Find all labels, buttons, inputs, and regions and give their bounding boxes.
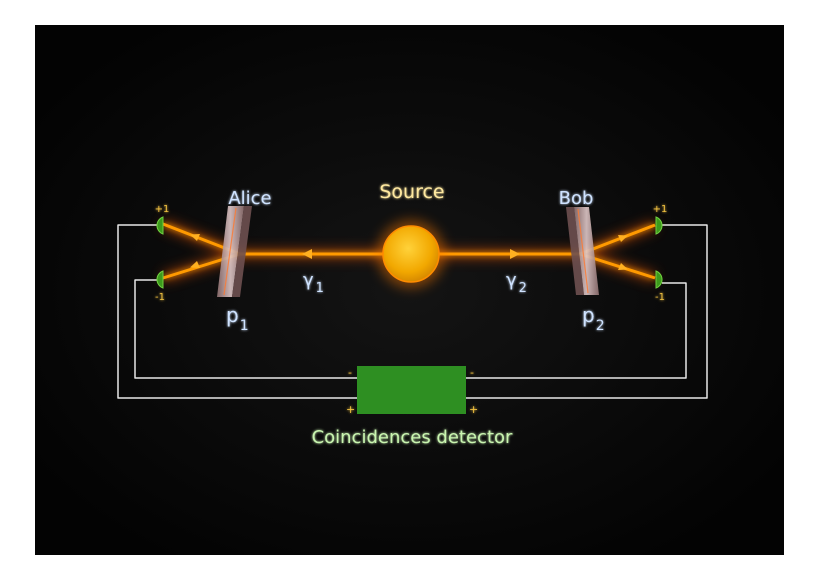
arrow-bob-plus-icon	[618, 235, 628, 242]
label-alice: Alice	[228, 188, 271, 209]
detector-alice-minus-icon	[156, 270, 164, 289]
label-p1: p1	[226, 303, 249, 334]
detector-bob-plus-icon	[655, 216, 663, 235]
detector-bob-minus-icon	[655, 270, 663, 289]
detectors	[156, 216, 663, 289]
arrow-alice-plus-icon	[190, 234, 200, 241]
label-p2: p2	[582, 303, 605, 334]
arrow-bob-minus-icon	[618, 263, 628, 270]
label-left-minus: -1	[155, 292, 165, 303]
source-sphere	[382, 225, 440, 283]
label-right-minus: -1	[655, 292, 665, 303]
wire-left-minus	[134, 279, 357, 379]
arrow-left-icon	[302, 249, 312, 259]
wire-right-minus	[466, 282, 687, 379]
wire-left-plus	[117, 224, 357, 399]
label-det-plus-left: +	[346, 403, 355, 416]
label-left-plus: +1	[155, 204, 170, 215]
detector-alice-plus-icon	[156, 216, 164, 235]
label-source: Source	[379, 181, 444, 203]
label-det-plus-right: +	[469, 403, 478, 416]
wiring	[117, 224, 708, 399]
label-bob: Bob	[559, 188, 594, 209]
label-det-minus-left: -	[348, 366, 352, 379]
polarizer-alice	[217, 206, 252, 297]
wire-right-plus	[466, 224, 708, 399]
label-coincidences-detector: Coincidences detector	[312, 427, 513, 448]
arrowheads	[190, 234, 628, 270]
label-right-plus: +1	[653, 204, 668, 215]
label-det-minus-right: -	[470, 366, 474, 379]
coincidence-detector-box	[357, 366, 466, 414]
polarizer-bob	[566, 207, 599, 295]
background-panel	[35, 25, 784, 555]
arrow-alice-minus-icon	[190, 261, 200, 268]
arrow-right-icon	[510, 249, 520, 259]
